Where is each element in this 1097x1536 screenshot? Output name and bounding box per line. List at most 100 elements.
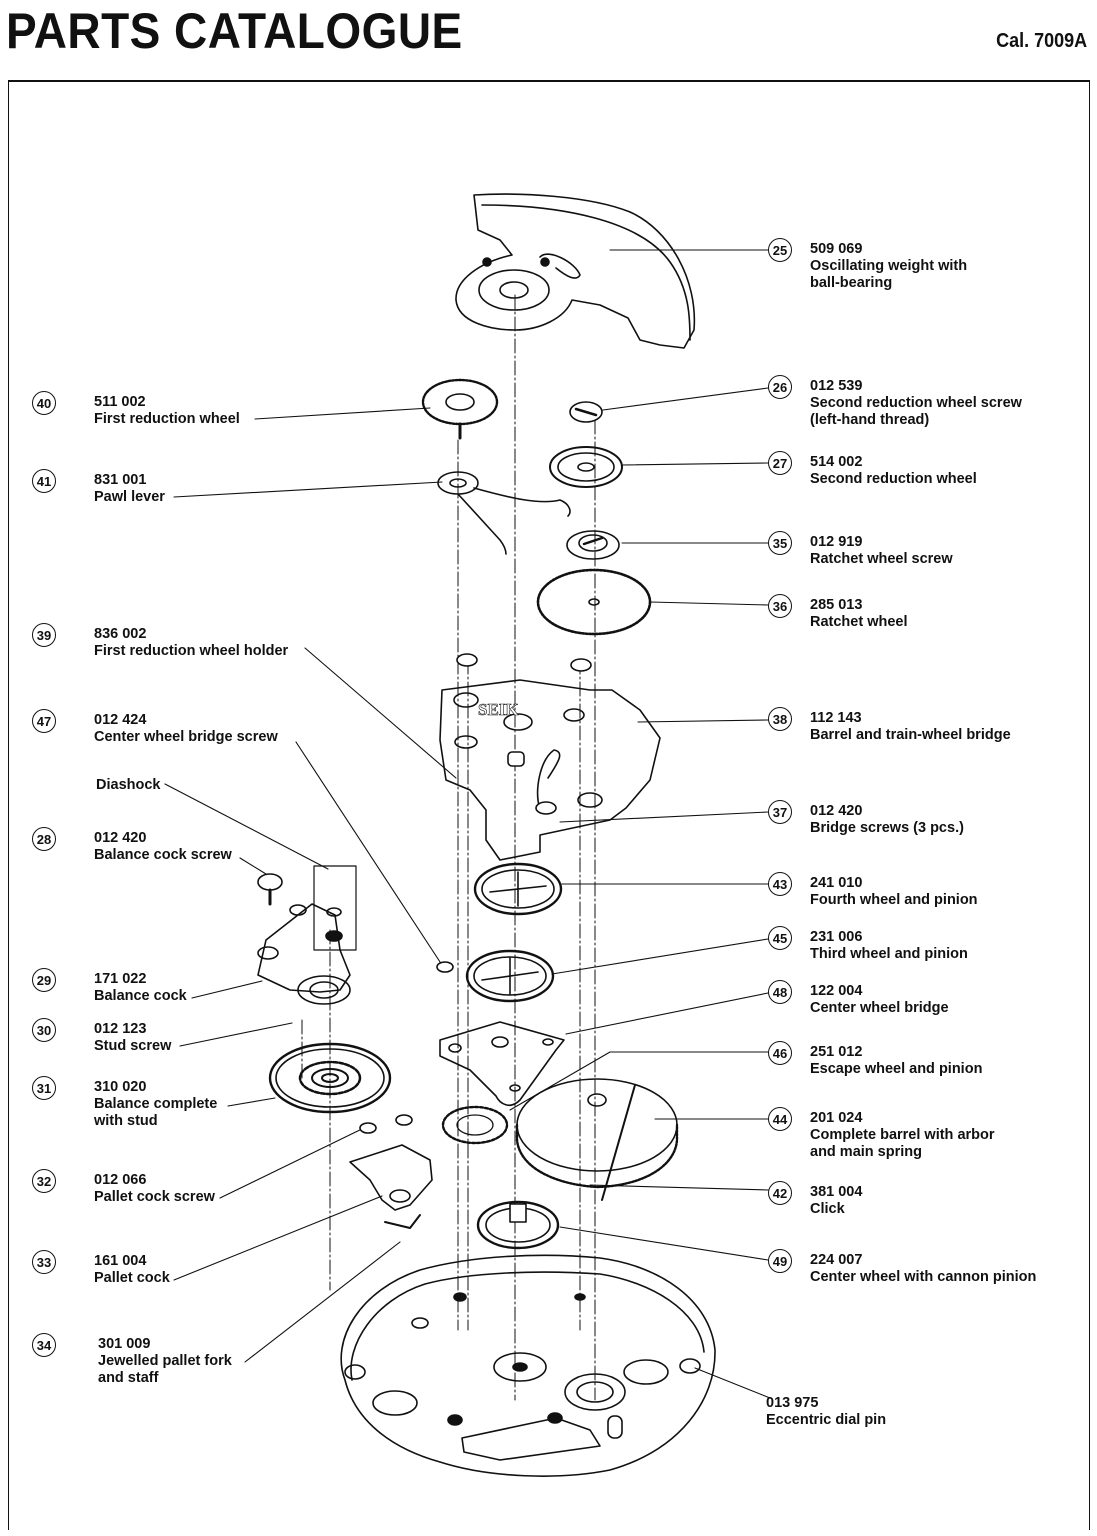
part-43: 43 241 010 Fourth wheel and pinion xyxy=(768,872,978,909)
page-title: PARTS CATALOGUE xyxy=(6,3,463,59)
ref-badge: 34 xyxy=(32,1333,56,1357)
part-number: 509 069 xyxy=(810,241,863,257)
part-description: Pallet cock screw xyxy=(94,1189,215,1205)
part-description: Click xyxy=(810,1201,845,1217)
diagram-frame xyxy=(8,80,1090,1530)
part-number: 012 123 xyxy=(94,1021,147,1037)
ref-badge: 32 xyxy=(32,1169,56,1193)
fourth-wheel-drawing xyxy=(473,862,563,916)
part-description: First reduction wheel holder xyxy=(94,643,289,659)
ref-badge: 30 xyxy=(32,1018,56,1042)
part-description: and main spring xyxy=(810,1144,922,1160)
ref-badge: 39 xyxy=(32,623,56,647)
part-48: 48 122 004 Center wheel bridge xyxy=(768,980,949,1017)
part-number: 161 004 xyxy=(94,1253,147,1269)
part-description: Barrel and train-wheel bridge xyxy=(810,727,1011,743)
part-description: Escape wheel and pinion xyxy=(810,1061,983,1077)
part-number: 514 002 xyxy=(810,454,863,470)
part-description: Fourth wheel and pinion xyxy=(810,892,978,908)
center-wheel-bridge-drawing xyxy=(439,1021,565,1107)
pawl-lever-drawing xyxy=(437,471,571,555)
caliber-label: Cal. 7009A xyxy=(995,30,1087,52)
part-description: Oscillating weight with xyxy=(810,258,968,274)
part-number: 285 013 xyxy=(810,597,863,613)
part-46: 46 251 012 Escape wheel and pinion xyxy=(768,1041,983,1078)
ref-badge: 28 xyxy=(32,827,56,851)
part-number: 831 001 xyxy=(94,472,147,488)
part-34: 34 301 009 Jewelled pallet fork and staf… xyxy=(32,1333,232,1387)
part-description: Second reduction wheel xyxy=(810,471,977,487)
part-28: 28 012 420 Balance cock screw xyxy=(32,827,232,864)
ref-badge: 25 xyxy=(768,238,792,262)
third-wheel-drawing xyxy=(465,949,555,1003)
part-number: 310 020 xyxy=(94,1079,147,1095)
part-description: Balance complete xyxy=(94,1096,218,1112)
part-number: 013 975 xyxy=(766,1395,819,1411)
part-33: 33 161 004 Pallet cock xyxy=(32,1250,170,1287)
diashock-label: Diashock xyxy=(96,777,161,793)
part-37: 37 012 420 Bridge screws (3 pcs.) xyxy=(768,800,964,837)
ref-badge: 38 xyxy=(768,707,792,731)
part-number: 012 066 xyxy=(94,1172,147,1188)
part-description: Complete barrel with arbor xyxy=(810,1127,995,1143)
part-description: First reduction wheel xyxy=(94,411,240,427)
part-description: Third wheel and pinion xyxy=(810,946,968,962)
part-49: 49 224 007 Center wheel with cannon pini… xyxy=(768,1249,1036,1286)
part-description: Stud screw xyxy=(94,1038,172,1054)
part-31: 31 310 020 Balance complete with stud xyxy=(32,1076,218,1130)
pallet-cock-drawing xyxy=(349,1114,433,1229)
part-32: 32 012 066 Pallet cock screw xyxy=(32,1169,215,1206)
part-number: 122 004 xyxy=(810,983,863,999)
part-44: 44 201 024 Complete barrel with arbor an… xyxy=(768,1107,995,1161)
part-38: 38 112 143 Barrel and train-wheel bridge xyxy=(768,707,1011,744)
barrel-drawing xyxy=(515,1078,679,1201)
balance-cock-drawing xyxy=(257,865,454,1005)
part-description: ball-bearing xyxy=(810,275,893,291)
ref-badge: 42 xyxy=(768,1181,792,1205)
oscillating-weight-drawing xyxy=(455,193,696,349)
part-27: 27 514 002 Second reduction wheel xyxy=(768,451,977,488)
part-eccentric-dial-pin: 013 975 Eccentric dial pin xyxy=(766,1395,886,1429)
ref-badge: 43 xyxy=(768,872,792,896)
ref-badge: 27 xyxy=(768,451,792,475)
part-29: 29 171 022 Balance cock xyxy=(32,968,187,1005)
escape-wheel-drawing xyxy=(441,1105,509,1145)
part-description: Bridge screws (3 pcs.) xyxy=(810,820,964,836)
part-number: 241 010 xyxy=(810,875,863,891)
part-41: 41 831 001 Pawl lever xyxy=(32,469,165,506)
ref-badge: 40 xyxy=(32,391,56,415)
ref-badge: 35 xyxy=(768,531,792,555)
part-42: 42 381 004 Click xyxy=(768,1181,862,1218)
ref-badge: 33 xyxy=(32,1250,56,1274)
part-description: Eccentric dial pin xyxy=(766,1412,887,1428)
part-45: 45 231 006 Third wheel and pinion xyxy=(768,926,968,963)
seiko-mark: SEIK xyxy=(478,700,519,719)
part-number: 012 919 xyxy=(810,534,863,550)
part-number: 012 424 xyxy=(94,712,147,728)
ref-badge: 48 xyxy=(768,980,792,1004)
part-40: 40 511 002 First reduction wheel xyxy=(32,391,240,428)
leader-lines-left xyxy=(164,407,457,1363)
ref-badge: 47 xyxy=(32,709,56,733)
ref-badge: 46 xyxy=(768,1041,792,1065)
part-35: 35 012 919 Ratchet wheel screw xyxy=(768,531,953,568)
part-number: 201 024 xyxy=(810,1110,863,1126)
center-wheel-drawing xyxy=(476,1200,560,1250)
part-description: Ratchet wheel xyxy=(810,614,908,630)
second-reduction-wheel-drawing xyxy=(549,401,623,560)
ref-badge: 45 xyxy=(768,926,792,950)
part-number: 836 002 xyxy=(94,626,147,642)
ratchet-wheel-drawing xyxy=(536,568,652,636)
part-26: 26 012 539 Second reduction wheel screw … xyxy=(768,375,1022,429)
part-description: Center wheel bridge xyxy=(810,1000,949,1016)
ref-badge: 49 xyxy=(768,1249,792,1273)
part-description: and staff xyxy=(98,1370,159,1386)
part-description: Balance cock screw xyxy=(94,847,232,863)
ref-badge: 36 xyxy=(768,594,792,618)
part-description: Center wheel bridge screw xyxy=(94,729,278,745)
ref-badge: 44 xyxy=(768,1107,792,1131)
ref-badge: 31 xyxy=(32,1076,56,1100)
part-number: 231 006 xyxy=(810,929,863,945)
part-30: 30 012 123 Stud screw xyxy=(32,1018,172,1055)
ref-badge: 26 xyxy=(768,375,792,399)
